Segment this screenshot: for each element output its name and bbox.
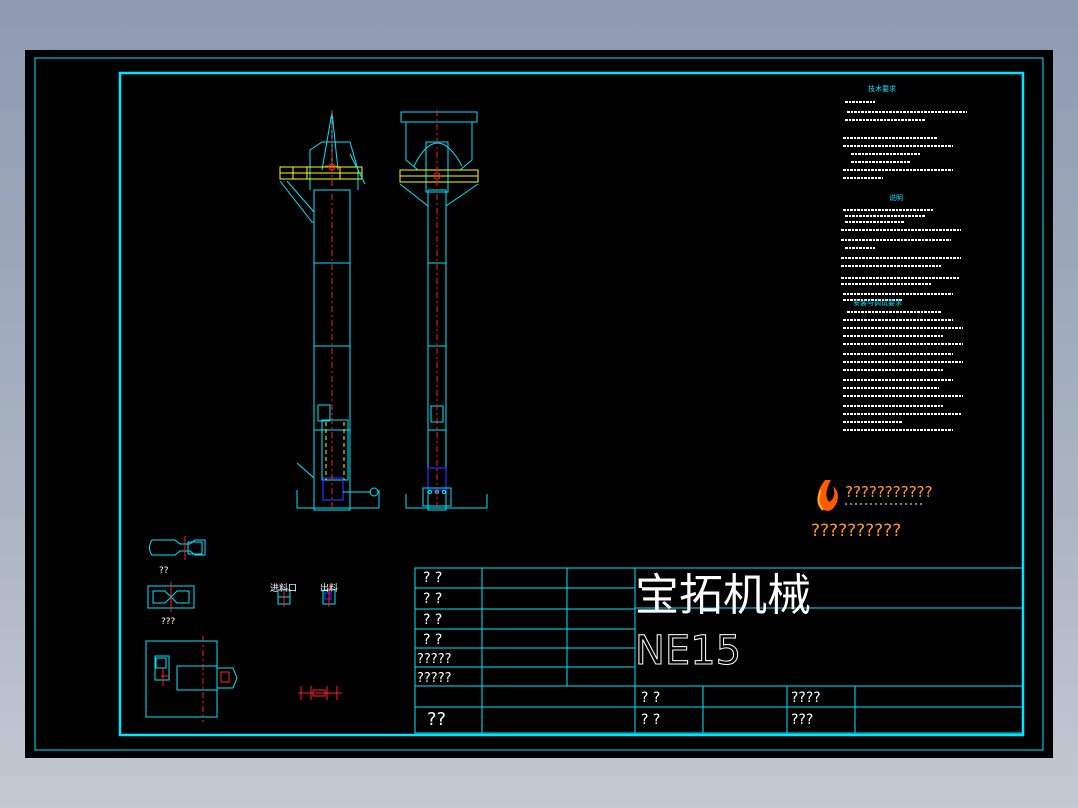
drawing-frame: [118, 71, 1025, 737]
elevator-side-view: [279, 110, 380, 511]
outer-border: [34, 57, 1044, 751]
tb-right-2: ???: [791, 712, 813, 728]
detail-shaft: [298, 686, 342, 700]
company-logo-icon: [817, 480, 838, 511]
logo-subtitle: ??????????: [811, 521, 901, 541]
tb-cell-5: ?????: [417, 652, 452, 667]
title-block: [414, 567, 1024, 734]
tb-bottom-2: ? ?: [641, 712, 660, 728]
detail-outlet: [322, 587, 336, 607]
notes-heading-3: 安装与调试要求: [853, 298, 902, 307]
view-label-2: ???: [161, 617, 176, 627]
tb-cell-3: ? ?: [423, 612, 442, 628]
notes-heading-1: 技术要求: [868, 84, 896, 93]
logo-name: ???????????: [845, 483, 933, 501]
view-label-outlet: 出料: [320, 582, 338, 594]
tb-right-1: ????: [791, 690, 821, 706]
tb-bottom-1: ? ?: [641, 690, 660, 706]
tb-cell-1: ? ?: [423, 570, 442, 586]
tb-cell-4: ? ?: [423, 632, 442, 648]
notes-heading-2: 说明: [889, 193, 903, 202]
detail-view-3: [145, 636, 238, 722]
drawing-sheet[interactable]: 宝拓机械 NE15 ? ? ? ? ? ? ? ? ????? ????? ??…: [25, 50, 1053, 758]
tb-cell-2: ? ?: [423, 591, 442, 607]
model-number: NE15: [635, 628, 741, 674]
detail-view-2: [147, 582, 195, 612]
tb-cell-6: ?????: [417, 671, 452, 686]
cad-drawing: 宝拓机械 NE15 ? ? ? ? ? ? ? ? ????? ????? ??…: [34, 57, 1044, 751]
view-label-inlet: 进料口: [270, 582, 297, 594]
detail-view-1: [149, 536, 206, 560]
technical-notes: [841, 101, 967, 431]
tb-cell-7: ??: [427, 709, 446, 730]
company-name: 宝拓机械: [635, 570, 811, 621]
detail-inlet: [277, 587, 291, 607]
elevator-front-view: [399, 110, 488, 511]
view-label-1: ??: [159, 566, 169, 576]
